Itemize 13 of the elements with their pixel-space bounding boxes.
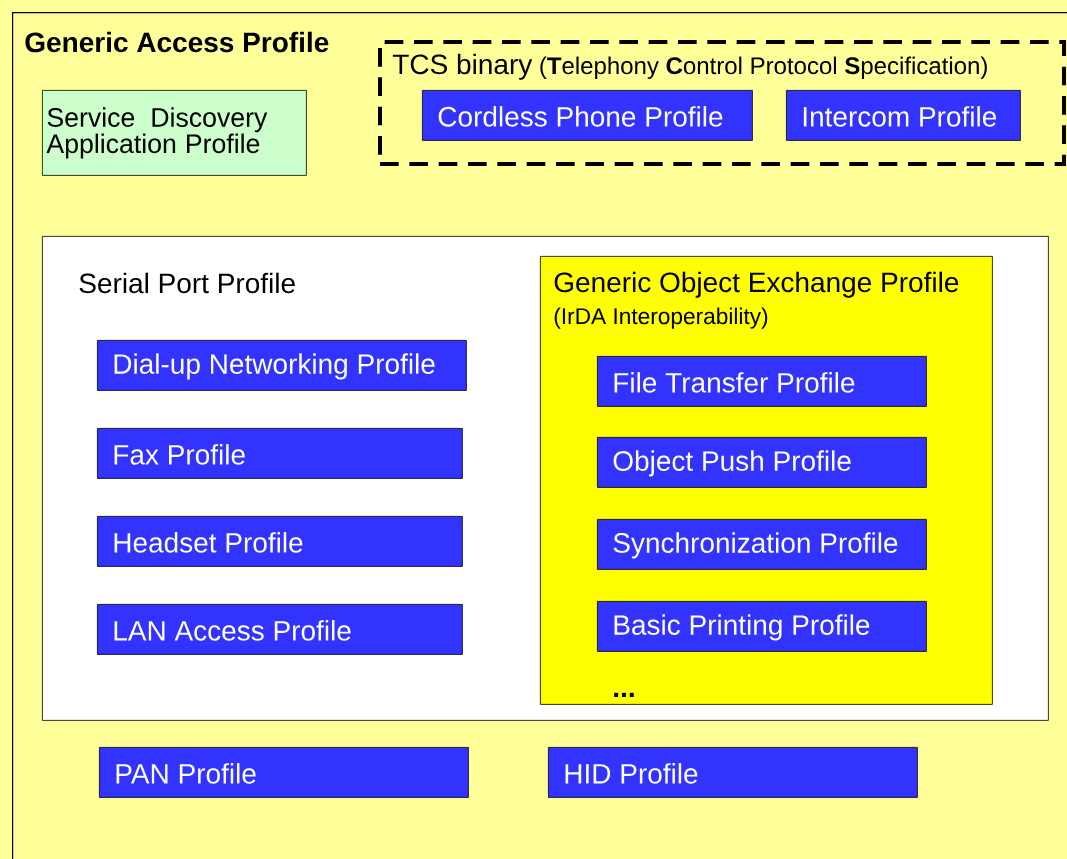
- profile-box: Cordless Phone Profile: [422, 90, 753, 141]
- profile-box: Object Push Profile: [597, 437, 927, 488]
- profile-box: Basic Printing Profile: [597, 601, 927, 652]
- profile-box: Synchronization Profile: [597, 519, 927, 570]
- profile-box: Fax Profile: [97, 428, 463, 479]
- profile-box: File Transfer Profile: [597, 356, 927, 407]
- profile-box: HID Profile: [548, 747, 918, 798]
- profile-box: PAN Profile: [99, 747, 469, 798]
- profile-box: Intercom Profile: [786, 90, 1021, 141]
- profile-box: Service Discovery Application Profile: [42, 90, 307, 176]
- profile-box: Dial-up Networking Profile: [97, 340, 467, 391]
- profile-box: LAN Access Profile: [97, 604, 463, 655]
- profile-box: Headset Profile: [97, 516, 463, 567]
